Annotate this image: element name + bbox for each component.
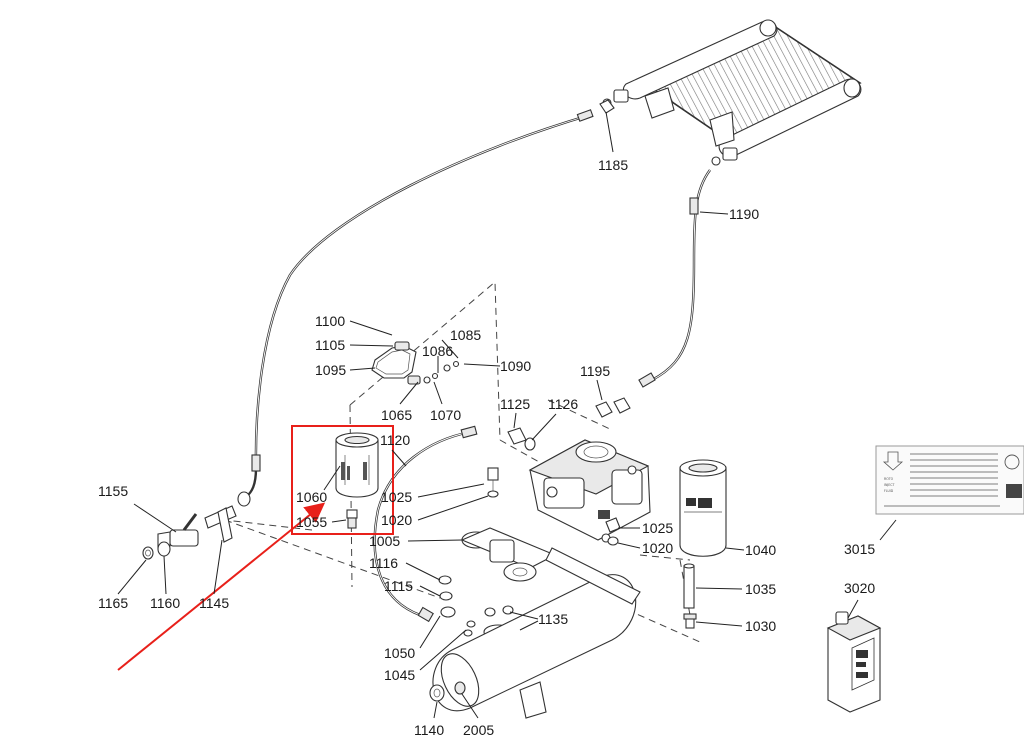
oil-filter-head-1005 xyxy=(460,527,557,582)
fitting-1185 xyxy=(599,99,615,114)
elbow-fitting xyxy=(237,491,251,507)
label-1070: 1070 xyxy=(430,407,461,423)
fitting-1195 xyxy=(595,397,631,418)
label-1060: 1060 xyxy=(296,489,327,505)
label-1125: 1125 xyxy=(500,396,530,412)
part-labels: 1185 1190 1100 1105 1095 1085 1086 1090 … xyxy=(98,157,875,738)
label-1155: 1155 xyxy=(98,483,128,499)
label-1190: 1190 xyxy=(729,206,759,222)
label-1065: 1065 xyxy=(381,407,412,423)
label-1135: 1135 xyxy=(538,611,568,627)
oil-hoses xyxy=(245,109,711,623)
oil-filter-icon xyxy=(335,432,379,498)
compressor-block-icon xyxy=(528,439,651,543)
leader-lines xyxy=(117,111,897,719)
label-1030: 1030 xyxy=(745,618,776,634)
label-1126: 1126 xyxy=(548,396,578,412)
label-1020-left: 1020 xyxy=(381,512,412,528)
label-1005: 1005 xyxy=(369,533,400,549)
label-3020: 3020 xyxy=(844,580,875,596)
label-1025-right: 1025 xyxy=(642,520,673,536)
highlight-arrow xyxy=(117,502,326,671)
label-1035: 1035 xyxy=(745,581,776,597)
label-1105: 1105 xyxy=(315,337,345,353)
label-1025-left: 1025 xyxy=(381,489,412,505)
tube-1035 xyxy=(683,563,695,609)
label-1045: 1045 xyxy=(384,667,415,683)
tee-fitting-1145 xyxy=(204,505,237,543)
label-1195: 1195 xyxy=(580,363,610,379)
label-1090: 1090 xyxy=(500,358,531,374)
label-1120: 1120 xyxy=(380,432,410,448)
cooler-icon xyxy=(602,19,862,166)
label-1055: 1055 xyxy=(296,514,327,530)
plug-1025-right xyxy=(605,517,621,546)
label-1086: 1086 xyxy=(422,343,453,359)
label-1160: 1160 xyxy=(150,595,180,611)
fitting-1055 xyxy=(346,509,358,529)
oil-bottle-icon xyxy=(826,611,882,713)
warning-decal-icon: ROTO INJECT FLUID xyxy=(875,445,1024,515)
drain-plug-1140 xyxy=(429,684,445,702)
label-1165: 1165 xyxy=(98,595,128,611)
label-1050: 1050 xyxy=(384,645,415,661)
label-1020-right: 1020 xyxy=(642,540,673,556)
label-1095: 1095 xyxy=(315,362,346,378)
fittings-1125-1126 xyxy=(507,427,536,451)
label-1100: 1100 xyxy=(315,313,345,329)
seals-1115-1116 xyxy=(438,575,456,618)
svg-text:FLUID: FLUID xyxy=(884,489,894,493)
nut-1160 xyxy=(157,541,171,557)
label-2005: 2005 xyxy=(463,722,494,738)
label-1040: 1040 xyxy=(745,542,776,558)
label-1115: 1115 xyxy=(384,578,413,594)
svg-text:ROTO: ROTO xyxy=(884,477,894,481)
fitting-1030 xyxy=(683,613,697,629)
label-1145: 1145 xyxy=(199,595,229,611)
bolt-1025-left xyxy=(487,467,499,498)
highlight-box xyxy=(291,425,394,535)
label-1116: 1116 xyxy=(369,555,398,571)
label-3015: 3015 xyxy=(844,541,875,557)
label-1085: 1085 xyxy=(450,327,481,343)
air-tank-icon xyxy=(432,547,641,719)
label-1185: 1185 xyxy=(598,157,628,173)
oil-filter-spare-icon xyxy=(679,459,727,557)
ring-1165 xyxy=(142,546,154,560)
tube-assembly xyxy=(371,341,460,385)
svg-text:INJECT: INJECT xyxy=(884,483,895,487)
label-1140: 1140 xyxy=(414,722,444,738)
